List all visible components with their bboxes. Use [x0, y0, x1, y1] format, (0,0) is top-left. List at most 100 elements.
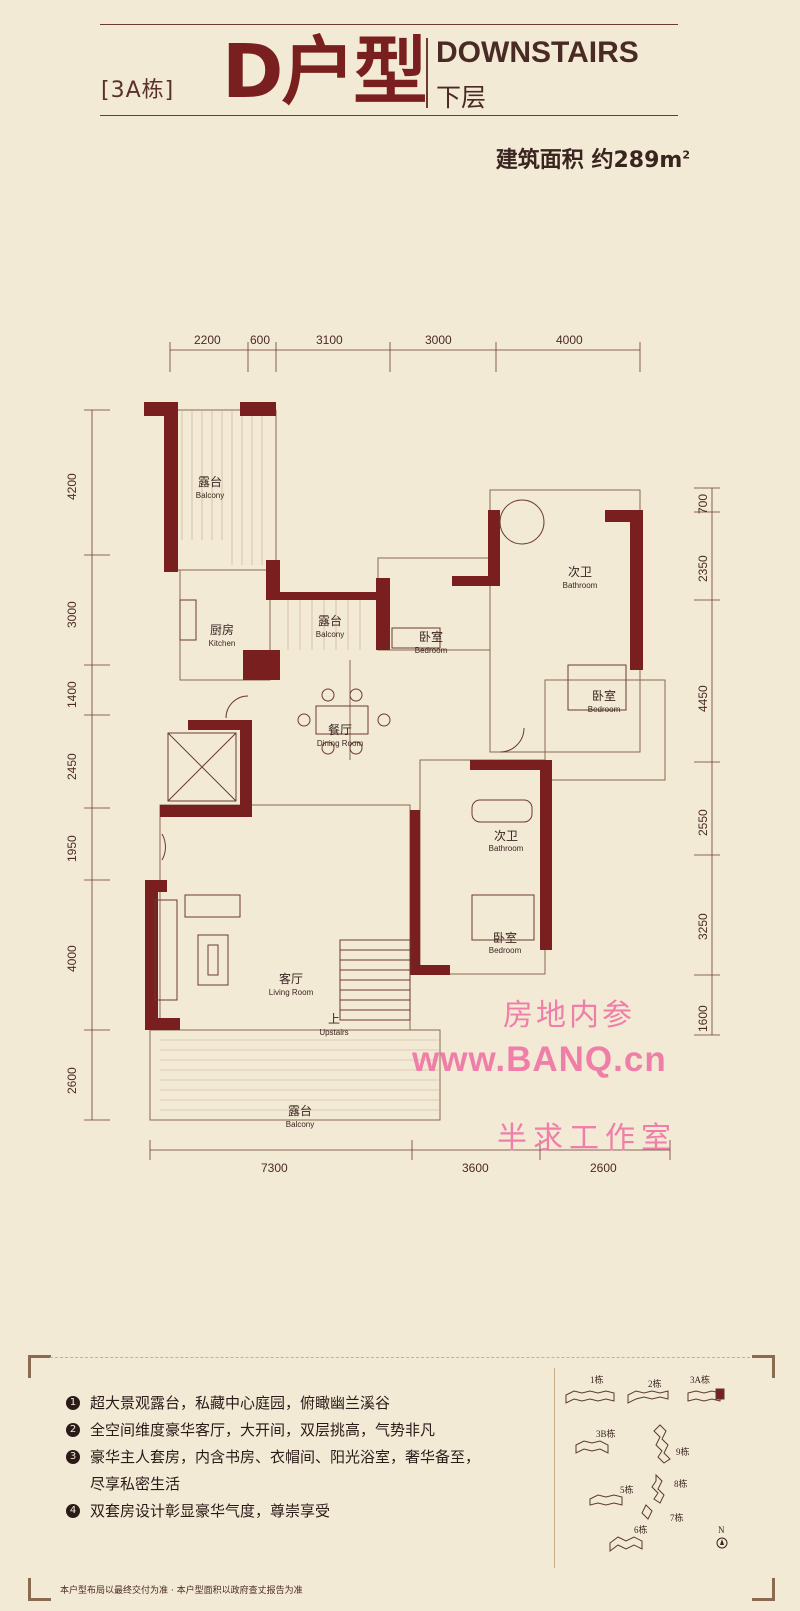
- room-kitchen-en: Kitchen: [209, 639, 236, 648]
- feature-item: 2 全空间维度豪华客厅，大开间，双层挑高，气势非凡: [66, 1417, 486, 1444]
- building-3a-highlight: [715, 1388, 725, 1400]
- dim-top-2: 600: [250, 333, 270, 347]
- dim-right-3: 4450: [696, 685, 710, 712]
- floor-area: 建筑面积 约289m2: [496, 142, 690, 174]
- room-bedroom-lower-cn: 卧室: [493, 930, 517, 945]
- dim-bottom-2: 3600: [462, 1161, 489, 1175]
- dim-left-2: 3000: [65, 601, 79, 628]
- feature-list: 1 超大景观露台，私藏中心庭园，俯瞰幽兰溪谷 2 全空间维度豪华客厅，大开间，双层挑…: [66, 1390, 486, 1525]
- room-balcony-mid-en: Balcony: [316, 630, 344, 639]
- room-bathroom-lower-en: Bathroom: [489, 844, 524, 853]
- dim-top-5: 4000: [556, 333, 583, 347]
- dim-left-5: 1950: [65, 835, 79, 862]
- building-tag: [3A栋]: [101, 78, 175, 103]
- dimension-labels: 2200 600 3100 3000 4000 7300 3600 2600 4…: [65, 333, 710, 1175]
- bathtub: [471, 799, 533, 823]
- watermark-line-3: 半求工作室: [497, 1121, 677, 1156]
- building-9: [653, 1424, 671, 1464]
- header-rule-top: [100, 24, 678, 25]
- coffee-table: [197, 934, 229, 986]
- footnote: 本户型布局以最终交付为准 · 本户型面积以政府查丈报告为准: [60, 1586, 303, 1596]
- feature-text: 全空间维度豪华客厅，大开间，双层挑高，气势非凡: [90, 1421, 436, 1439]
- site-map: 1栋 2栋 3A栋 3B栋 9栋 5栋 8栋 7栋 6栋 N: [565, 1374, 728, 1552]
- watermark-line-1: 房地内参: [503, 998, 635, 1033]
- kitchen-counter: [179, 599, 197, 641]
- room-balcony-bottom-en: Balcony: [286, 1120, 314, 1129]
- void-atrium: [167, 732, 237, 802]
- map-label-3a: 3A栋: [690, 1374, 710, 1385]
- building-5: [589, 1494, 623, 1506]
- bed-right: [567, 664, 627, 711]
- header-rule-bottom: [100, 115, 678, 116]
- dim-left-6: 4000: [65, 945, 79, 972]
- building-7: [641, 1504, 653, 1520]
- frame-corner-bl: [28, 1578, 51, 1601]
- watermark-url: www.BANQ.cn: [412, 1040, 667, 1079]
- room-living-cn: 客厅: [279, 971, 303, 986]
- dim-right-2: 2350: [696, 555, 710, 582]
- dim-top-4: 3000: [425, 333, 452, 347]
- building-8: [651, 1473, 665, 1504]
- dim-left-3: 1400: [65, 681, 79, 708]
- feature-number: 1: [66, 1396, 80, 1410]
- dim-right-6: 1600: [696, 1005, 710, 1032]
- bed-lower: [471, 894, 535, 941]
- room-bedroom-right-en: Bedroom: [588, 705, 621, 714]
- room-bedroom-mid-cn: 卧室: [419, 629, 443, 644]
- feature-number: 2: [66, 1423, 80, 1437]
- room-upstairs-cn: 上: [328, 1012, 340, 1026]
- room-dining-en: Dining Room: [317, 739, 364, 748]
- frame-corner-tl: [28, 1355, 51, 1378]
- dim-right-1: 700: [696, 494, 710, 514]
- dim-right-4: 2550: [696, 809, 710, 836]
- dim-left-1: 4200: [65, 473, 79, 500]
- room-balcony-mid-cn: 露台: [318, 613, 342, 628]
- room-bathroom-lower-cn: 次卫: [494, 829, 518, 843]
- north-arrow-head: [720, 1539, 724, 1545]
- map-label-6: 6栋: [634, 1524, 648, 1535]
- area-unit-sup: 2: [682, 148, 690, 162]
- feature-text: 超大景观露台，私藏中心庭园，俯瞰幽兰溪谷: [90, 1394, 391, 1412]
- map-label-5: 5栋: [620, 1484, 634, 1495]
- title-separator: [426, 38, 428, 108]
- feature-number: 3: [66, 1450, 80, 1464]
- north-label: N: [718, 1525, 725, 1535]
- dim-top-1: 2200: [194, 333, 221, 347]
- dim-bottom-3: 2600: [590, 1161, 617, 1175]
- frame-corner-tr: [752, 1355, 775, 1378]
- sofa-top: [184, 894, 241, 918]
- room-bedroom-lower-en: Bedroom: [489, 946, 522, 955]
- sofa-left: [154, 899, 178, 1001]
- dim-bottom-1: 7300: [261, 1161, 288, 1175]
- dining-table: [315, 705, 369, 735]
- room-bathroom-top-en: Bathroom: [563, 581, 598, 590]
- dim-left-7: 2600: [65, 1067, 79, 1094]
- floor-plan: 2200 600 3100 3000 4000 7300 3600 2600 4…: [65, 333, 720, 1175]
- map-label-1: 1栋: [590, 1374, 604, 1385]
- map-label-8: 8栋: [674, 1478, 688, 1489]
- map-label-7: 7栋: [670, 1512, 684, 1523]
- room-bedroom-right-cn: 卧室: [592, 688, 616, 703]
- feature-number: 4: [66, 1504, 80, 1518]
- map-label-9: 9栋: [676, 1446, 690, 1457]
- feature-continuation: 尽享私密生活: [90, 1475, 181, 1493]
- map-label-3b: 3B栋: [596, 1428, 616, 1439]
- frame-top-dashed: [50, 1357, 750, 1358]
- dim-left-4: 2450: [65, 753, 79, 780]
- dim-top-3: 3100: [316, 333, 343, 347]
- feature-item: 1 超大景观露台，私藏中心庭园，俯瞰幽兰溪谷: [66, 1390, 486, 1417]
- area-value: 约289m: [591, 148, 683, 173]
- frame-corner-br: [752, 1578, 775, 1601]
- bathtub-round: [499, 499, 545, 545]
- room-balcony-bottom-cn: 露台: [288, 1103, 312, 1118]
- building-6: [609, 1536, 643, 1552]
- dimension-lines: [84, 342, 720, 1160]
- room-kitchen-cn: 厨房: [210, 622, 234, 637]
- room-living-en: Living Room: [269, 988, 314, 997]
- dim-right-5: 3250: [696, 913, 710, 940]
- map-label-2: 2栋: [648, 1378, 662, 1389]
- north-arrow-icon: [716, 1537, 728, 1549]
- room-balcony-top-en: Balcony: [196, 491, 224, 500]
